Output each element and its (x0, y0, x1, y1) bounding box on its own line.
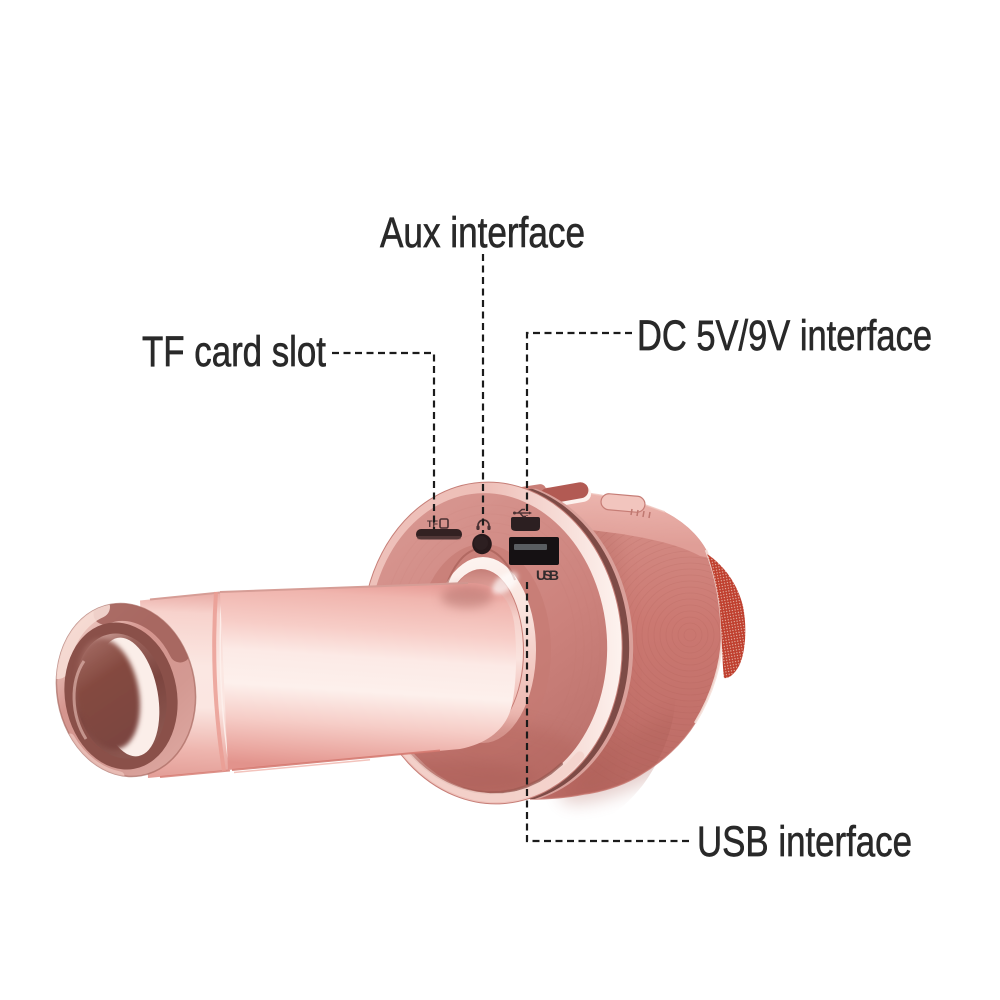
svg-text:USB: USB (536, 567, 559, 583)
svg-text:Aux interface: Aux interface (380, 209, 585, 257)
svg-text:TF: TF (427, 519, 438, 529)
svg-text:USB interface: USB interface (697, 818, 912, 866)
svg-text:DC 5V/9V interface: DC 5V/9V interface (637, 312, 932, 360)
svg-text:TF card slot: TF card slot (142, 328, 326, 376)
